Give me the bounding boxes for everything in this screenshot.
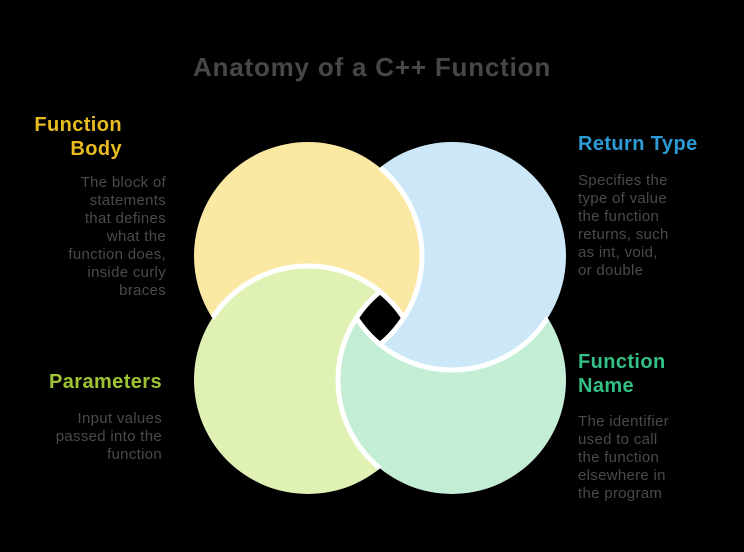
function-body-description: The block of statements that defines wha… xyxy=(68,174,166,299)
function-name-label: Function Name xyxy=(578,351,666,397)
parameters-label: Parameters xyxy=(49,371,162,393)
return-type-description: Specifies the type of value the function… xyxy=(578,172,669,279)
return-type-label: Return Type xyxy=(578,133,698,155)
function-name-description: The identifier used to call the function… xyxy=(578,413,669,502)
section-return-type: Return Type Specifies the type of value … xyxy=(578,132,730,280)
section-parameters: Parameters Input values passed into the … xyxy=(10,370,162,464)
petal-divider-arcs xyxy=(194,142,566,494)
function-body-label: Function Body xyxy=(34,114,122,160)
parameters-circle xyxy=(194,266,422,494)
parameters-description: Input values passed into the function xyxy=(55,410,162,463)
page-title: Anatomy of a C++ Function xyxy=(192,52,552,82)
section-function-body: Function Body The block of statements th… xyxy=(14,113,166,300)
section-function-name: Function Name The identifier used to cal… xyxy=(578,350,730,503)
